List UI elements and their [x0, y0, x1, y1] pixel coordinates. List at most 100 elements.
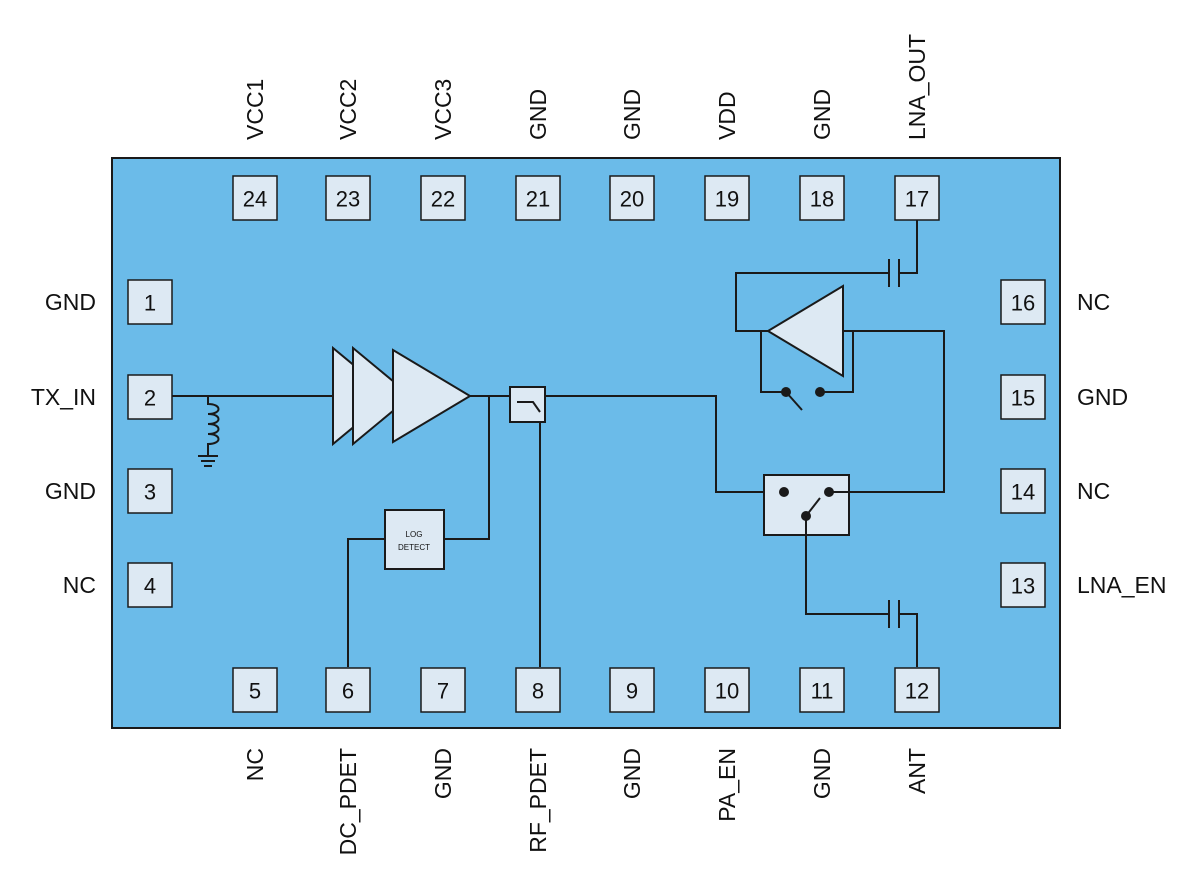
pin-label: TX_IN [31, 384, 96, 410]
ground-symbol [198, 455, 218, 467]
pin-number: 9 [626, 679, 638, 704]
pin-box [799, 175, 845, 221]
pin-1: 1 GND [45, 279, 173, 325]
pin-number: 18 [810, 187, 834, 212]
ant-wire [899, 613, 918, 667]
pin-24: 24 VCC1 [232, 79, 278, 221]
pa-to-switch-wire [545, 395, 784, 493]
pin-number: 1 [144, 291, 156, 316]
inductor-symbol [207, 396, 220, 456]
pin-number: 12 [905, 679, 929, 704]
pin-box [1000, 562, 1046, 608]
pin-label: LNA_EN [1077, 572, 1166, 598]
pin-2: 2 TX_IN [31, 374, 173, 420]
pin-label: GND [430, 748, 456, 799]
pin-box [127, 562, 173, 608]
pin-4: 4 NC [63, 562, 173, 608]
pin-box [515, 667, 561, 713]
pin-label: GND [619, 748, 645, 799]
pin-20: 20 GND [609, 89, 655, 221]
pin-number: 13 [1011, 574, 1035, 599]
pin-18: 18 GND [799, 89, 845, 221]
pin-label: VDD [714, 91, 740, 140]
pin-22: 22 VCC3 [420, 79, 466, 221]
pin-label: NC [63, 572, 96, 598]
pin-box [894, 175, 940, 221]
pin-label: GND [45, 289, 96, 315]
pin-label: VCC1 [242, 79, 268, 140]
pin-box [704, 175, 750, 221]
pin-box [609, 175, 655, 221]
pin-number: 23 [336, 187, 360, 212]
pin-number: 16 [1011, 291, 1035, 316]
pin-number: 11 [811, 679, 834, 704]
pin-label: ANT [904, 748, 930, 794]
pin-label: GND [1077, 384, 1128, 410]
pin-box [1000, 374, 1046, 420]
pin-number: 8 [532, 679, 544, 704]
bypass-switch-arm [785, 391, 803, 411]
pin-box [325, 667, 371, 713]
switch-contact-tx [779, 487, 789, 497]
coupler-trace [517, 401, 541, 413]
pin-box [1000, 279, 1046, 325]
pin-label: VCC3 [430, 79, 456, 140]
pin-number: 17 [905, 187, 929, 212]
pin-14: 14 NC [1000, 468, 1110, 514]
bypass-left-wire [760, 331, 786, 393]
pin-number: 3 [144, 480, 156, 505]
pin-box [704, 667, 750, 713]
bypass-contact-right [815, 387, 825, 397]
chip-body [111, 157, 1061, 729]
pin-number: 19 [715, 187, 739, 212]
pin-number: 24 [243, 187, 267, 212]
pin-label: RF_PDET [525, 748, 551, 853]
pin-box [325, 175, 371, 221]
log-detector [384, 509, 445, 570]
pin-number: 4 [144, 574, 156, 599]
pin-label: GND [525, 89, 551, 140]
pin-box [420, 667, 466, 713]
switch-arm [805, 497, 821, 517]
pin-label: NC [242, 748, 268, 781]
pin-box [609, 667, 655, 713]
pin-label: DC_PDET [335, 748, 361, 855]
pin-number: 10 [715, 679, 739, 704]
pin-number: 2 [144, 386, 156, 411]
lna-amplifier [766, 284, 844, 378]
pin-label: GND [619, 89, 645, 140]
pin-number: 7 [437, 679, 449, 704]
pin-number: 14 [1011, 480, 1035, 505]
pin-box [232, 667, 278, 713]
pin-box [1000, 468, 1046, 514]
switch-to-ant-wire [805, 516, 889, 615]
pa-stage-2 [352, 345, 413, 447]
pin-label: GND [809, 89, 835, 140]
pin-number: 5 [249, 679, 261, 704]
pin-19: 19 VDD [704, 91, 750, 221]
pin-box [232, 175, 278, 221]
pin-box [420, 175, 466, 221]
pin-number: 6 [342, 679, 354, 704]
pin-number: 22 [431, 187, 455, 212]
pin-13: 13 LNA_EN [1000, 562, 1166, 608]
pin-label: NC [1077, 478, 1110, 504]
pa-stage-3 [392, 348, 472, 444]
pin-label: PA_EN [714, 748, 740, 822]
pin-number: 20 [620, 187, 644, 212]
pin-number: 21 [526, 187, 550, 212]
pin-box [515, 175, 561, 221]
pins-layer: 24VCC123VCC222VCC321GND20GND19VDD18GND17… [31, 34, 1167, 855]
pin-box [894, 667, 940, 713]
pin-6: 6DC_PDET [325, 667, 371, 855]
